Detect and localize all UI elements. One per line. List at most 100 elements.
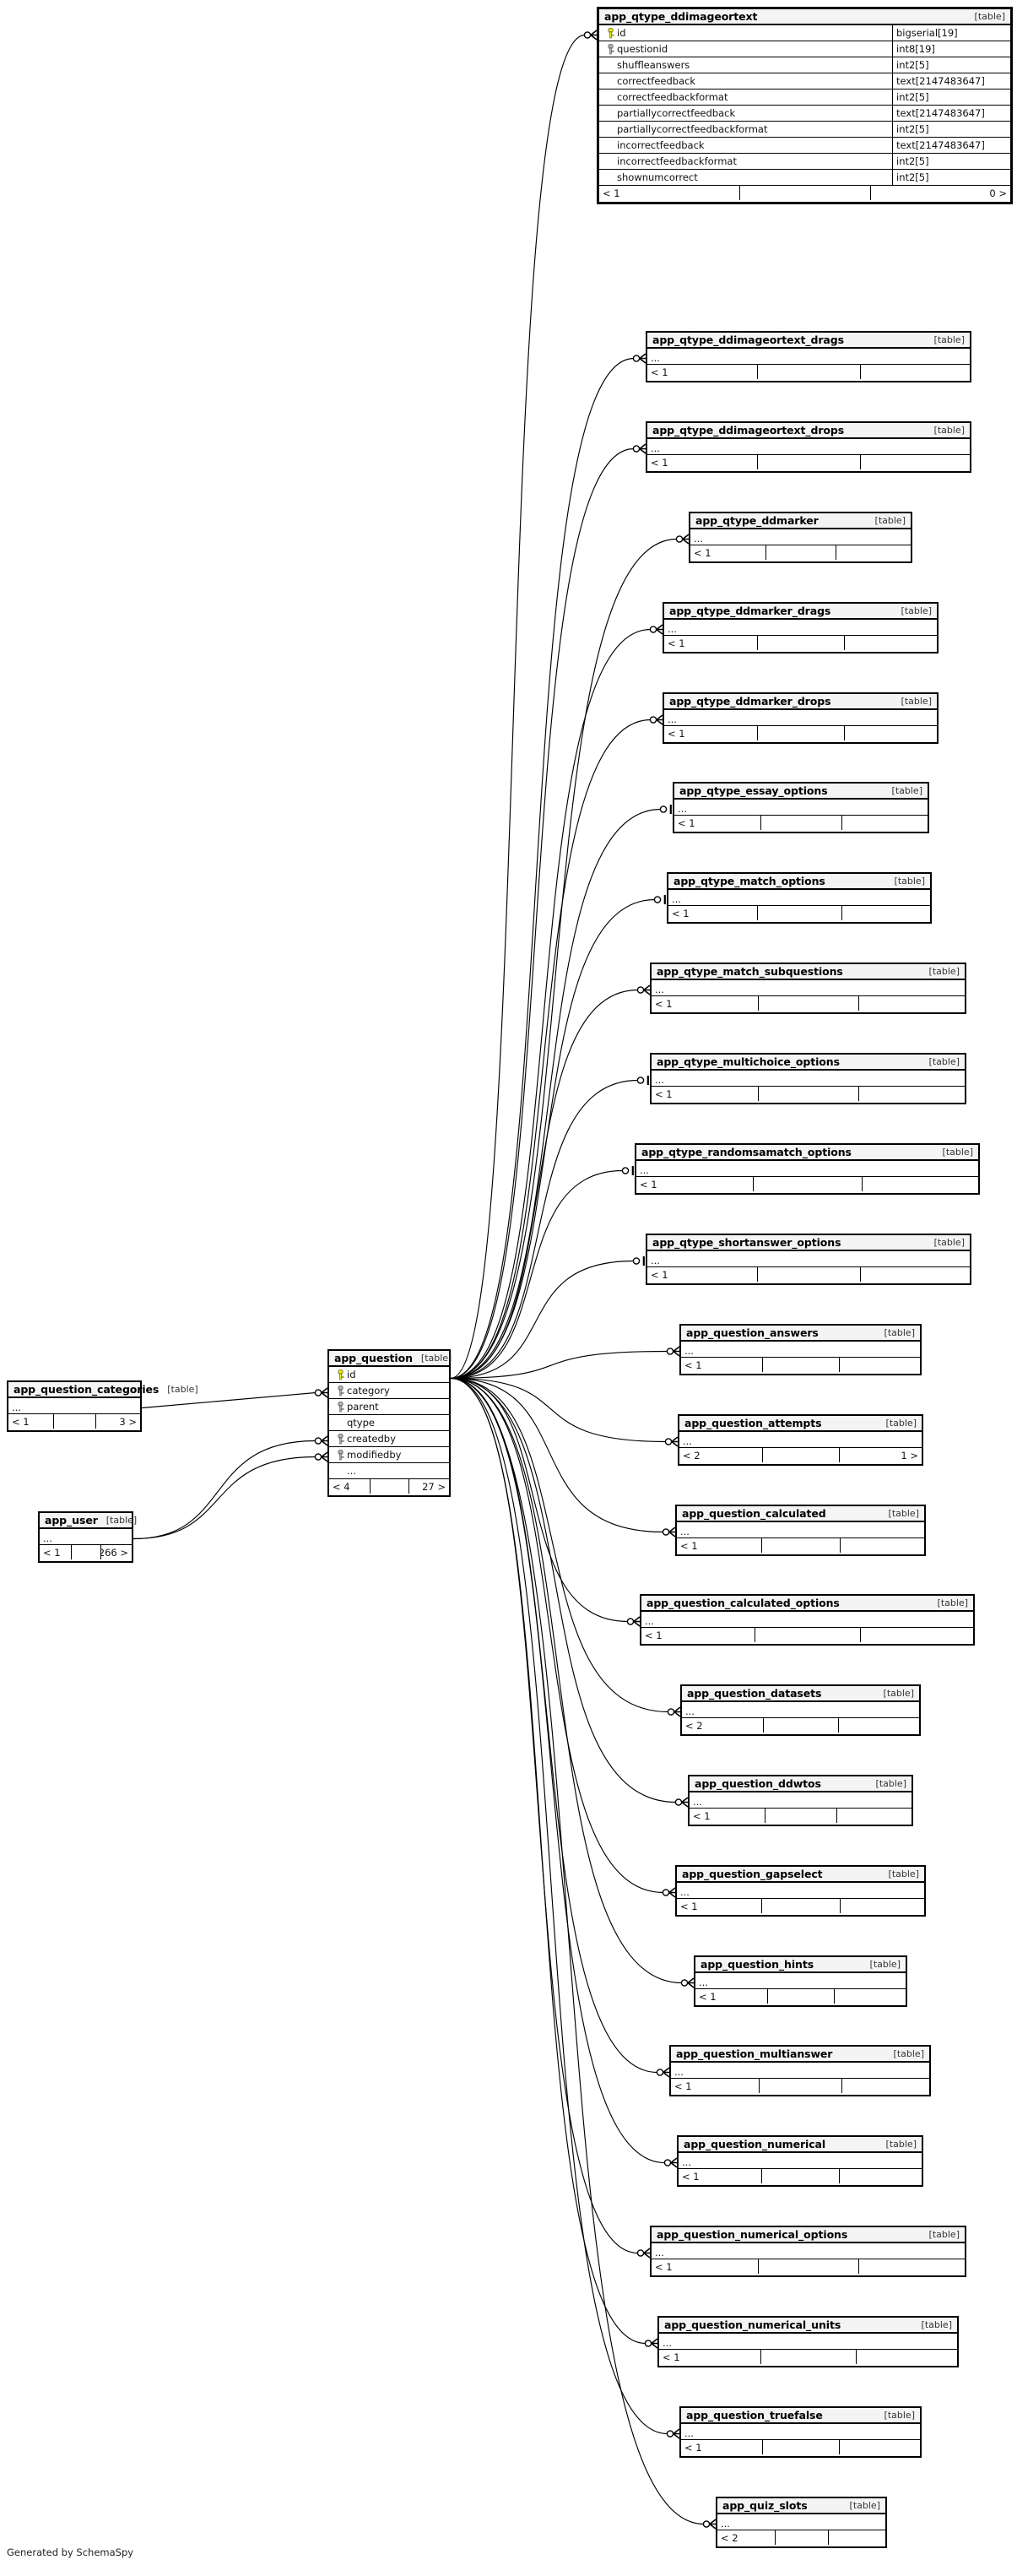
table-node-app_qtype_ddimageortext_drops[interactable]: app_qtype_ddimageortext_drops[table]...<…: [646, 421, 971, 473]
collapsed-columns-ellipsis[interactable]: ...: [647, 439, 970, 455]
table-header-app_qtype_ddmarker_drags[interactable]: app_qtype_ddmarker_drags[table]: [664, 604, 937, 620]
table-header-app_qtype_multichoice_options[interactable]: app_qtype_multichoice_options[table]: [652, 1055, 965, 1071]
collapsed-columns-ellipsis[interactable]: ...: [652, 980, 965, 996]
table-node-app_question_numerical_units[interactable]: app_question_numerical_units[table]...< …: [657, 2316, 959, 2367]
table-node-app_question_ddwtos[interactable]: app_question_ddwtos[table]...< 1: [688, 1775, 913, 1826]
table-header-app_question_numerical_options[interactable]: app_question_numerical_options[table]: [652, 2227, 965, 2243]
table-node-app_qtype_randomsamatch_options[interactable]: app_qtype_randomsamatch_options[table]..…: [635, 1143, 980, 1195]
table-node-app_question_calculated[interactable]: app_question_calculated[table]...< 1: [675, 1505, 926, 1556]
table-node-app_qtype_shortanswer_options[interactable]: app_qtype_shortanswer_options[table]...<…: [646, 1234, 971, 1285]
table-node-app_question_numerical_options[interactable]: app_question_numerical_options[table]...…: [650, 2226, 966, 2277]
column-row[interactable]: createdby: [329, 1431, 449, 1447]
table-node-app_question_hints[interactable]: app_question_hints[table]...< 1: [694, 1955, 907, 2007]
table-header-app_question_datasets[interactable]: app_question_datasets[table]: [682, 1686, 919, 1702]
table-header-app_question[interactable]: app_question[table]: [329, 1351, 452, 1367]
collapsed-columns-ellipsis[interactable]: ...: [681, 1342, 920, 1358]
table-node-app_question_datasets[interactable]: app_question_datasets[table]...< 2: [680, 1684, 921, 1736]
table-node-app_qtype_ddmarker[interactable]: app_qtype_ddmarker[table]...< 1: [689, 512, 912, 563]
table-header-app_qtype_randomsamatch_options[interactable]: app_qtype_randomsamatch_options[table]: [636, 1145, 978, 1161]
table-node-app_qtype_multichoice_options[interactable]: app_qtype_multichoice_options[table]...<…: [650, 1053, 966, 1104]
table-header-app_question_numerical_units[interactable]: app_question_numerical_units[table]: [659, 2318, 957, 2334]
collapsed-columns-ellipsis[interactable]: ...: [647, 349, 970, 365]
collapsed-columns-ellipsis[interactable]: ...: [647, 1251, 970, 1267]
table-node-app_qtype_match_options[interactable]: app_qtype_match_options[table]...< 1: [667, 872, 932, 924]
table-header-app_qtype_essay_options[interactable]: app_qtype_essay_options[table]: [674, 784, 928, 800]
table-node-app_qtype_ddimageortext_drags[interactable]: app_qtype_ddimageortext_drags[table]...<…: [646, 331, 971, 382]
table-header-app_question_ddwtos[interactable]: app_question_ddwtos[table]: [690, 1776, 912, 1792]
collapsed-columns-ellipsis[interactable]: ...: [652, 2243, 965, 2259]
collapsed-columns-ellipsis[interactable]: ...: [641, 1612, 973, 1628]
collapsed-columns-ellipsis[interactable]: ...: [636, 1161, 978, 1177]
collapsed-columns-ellipsis[interactable]: ...: [659, 2334, 957, 2350]
table-header-app_qtype_ddimageortext[interactable]: app_qtype_ddimageortext[table]: [599, 9, 1010, 25]
collapsed-columns-ellipsis[interactable]: ...: [652, 1071, 965, 1087]
column-row[interactable]: modifiedby: [329, 1447, 449, 1463]
table-header-app_qtype_shortanswer_options[interactable]: app_qtype_shortanswer_options[table]: [647, 1235, 970, 1251]
collapsed-columns-ellipsis[interactable]: ...: [668, 890, 930, 906]
table-header-app_qtype_ddimageortext_drops[interactable]: app_qtype_ddimageortext_drops[table]: [647, 423, 970, 439]
table-header-app_user[interactable]: app_user[table]: [40, 1513, 137, 1529]
collapsed-columns-ellipsis[interactable]: ...: [677, 1522, 924, 1538]
table-node-app_question_truefalse[interactable]: app_question_truefalse[table]...< 1: [679, 2406, 922, 2458]
table-node-app_question_answers[interactable]: app_question_answers[table]...< 1: [679, 1324, 922, 1375]
collapsed-columns-ellipsis[interactable]: ...: [671, 2063, 929, 2079]
collapsed-columns-ellipsis[interactable]: ...: [677, 1883, 924, 1899]
table-header-app_question_calculated[interactable]: app_question_calculated[table]: [677, 1506, 924, 1522]
collapsed-columns-ellipsis[interactable]: ...: [690, 1792, 912, 1809]
table-header-app_question_truefalse[interactable]: app_question_truefalse[table]: [681, 2408, 920, 2424]
table-node-app_quiz_slots[interactable]: app_quiz_slots[table]...< 2: [716, 2497, 887, 2548]
column-row[interactable]: category: [329, 1383, 449, 1399]
table-node-app_qtype_essay_options[interactable]: app_qtype_essay_options[table]...< 1: [673, 782, 929, 833]
collapsed-columns-ellipsis[interactable]: ...: [681, 2424, 920, 2440]
column-row[interactable]: qtype: [329, 1415, 449, 1431]
table-header-app_question_categories[interactable]: app_question_categories[table]: [8, 1382, 198, 1398]
table-node-app_qtype_ddmarker_drags[interactable]: app_qtype_ddmarker_drags[table]...< 1: [663, 602, 939, 653]
collapsed-columns-ellipsis[interactable]: ...: [40, 1529, 132, 1545]
table-node-app_qtype_match_subquestions[interactable]: app_qtype_match_subquestions[table]...< …: [650, 963, 966, 1014]
table-header-app_qtype_ddimageortext_drags[interactable]: app_qtype_ddimageortext_drags[table]: [647, 333, 970, 349]
table-header-app_qtype_match_subquestions[interactable]: app_qtype_match_subquestions[table]: [652, 964, 965, 980]
collapsed-columns-ellipsis[interactable]: ...: [8, 1398, 140, 1414]
table-header-app_question_answers[interactable]: app_question_answers[table]: [681, 1326, 920, 1342]
collapsed-columns-ellipsis[interactable]: ...: [664, 620, 937, 636]
column-row[interactable]: id: [329, 1367, 449, 1383]
column-row[interactable]: ...: [329, 1463, 449, 1479]
collapsed-columns-ellipsis[interactable]: ...: [679, 1432, 922, 1448]
table-header-app_quiz_slots[interactable]: app_quiz_slots[table]: [717, 2498, 885, 2514]
table-node-app_question_calculated_options[interactable]: app_question_calculated_options[table]..…: [640, 1594, 975, 1646]
table-header-app_question_hints[interactable]: app_question_hints[table]: [695, 1957, 906, 1973]
table-node-app_question_multianswer[interactable]: app_question_multianswer[table]...< 1: [669, 2045, 931, 2096]
table-header-app_qtype_ddmarker_drops[interactable]: app_qtype_ddmarker_drops[table]: [664, 694, 937, 710]
table-header-app_question_multianswer[interactable]: app_question_multianswer[table]: [671, 2047, 929, 2063]
table-node-app_question_gapselect[interactable]: app_question_gapselect[table]...< 1: [675, 1865, 926, 1917]
collapsed-columns-ellipsis[interactable]: ...: [682, 1702, 919, 1718]
collapsed-columns-ellipsis[interactable]: ...: [679, 2153, 922, 2169]
collapsed-columns-ellipsis[interactable]: ...: [690, 529, 911, 545]
table-header-app_question_calculated_options[interactable]: app_question_calculated_options[table]: [641, 1596, 973, 1612]
table-node-app_question_numerical[interactable]: app_question_numerical[table]...< 1: [677, 2135, 923, 2187]
collapsed-columns-ellipsis[interactable]: ...: [674, 800, 928, 816]
collapsed-columns-ellipsis[interactable]: ...: [695, 1973, 906, 1989]
table-header-app_question_gapselect[interactable]: app_question_gapselect[table]: [677, 1867, 924, 1883]
table-node-app_qtype_ddmarker_drops[interactable]: app_qtype_ddmarker_drops[table]...< 1: [663, 692, 939, 744]
table-header-app_question_attempts[interactable]: app_question_attempts[table]: [679, 1416, 922, 1432]
collapsed-columns-ellipsis[interactable]: ...: [717, 2514, 885, 2530]
collapsed-columns-ellipsis[interactable]: ...: [664, 710, 937, 726]
table-header-app_qtype_ddmarker[interactable]: app_qtype_ddmarker[table]: [690, 513, 911, 529]
table-header-app_question_numerical[interactable]: app_question_numerical[table]: [679, 2137, 922, 2153]
